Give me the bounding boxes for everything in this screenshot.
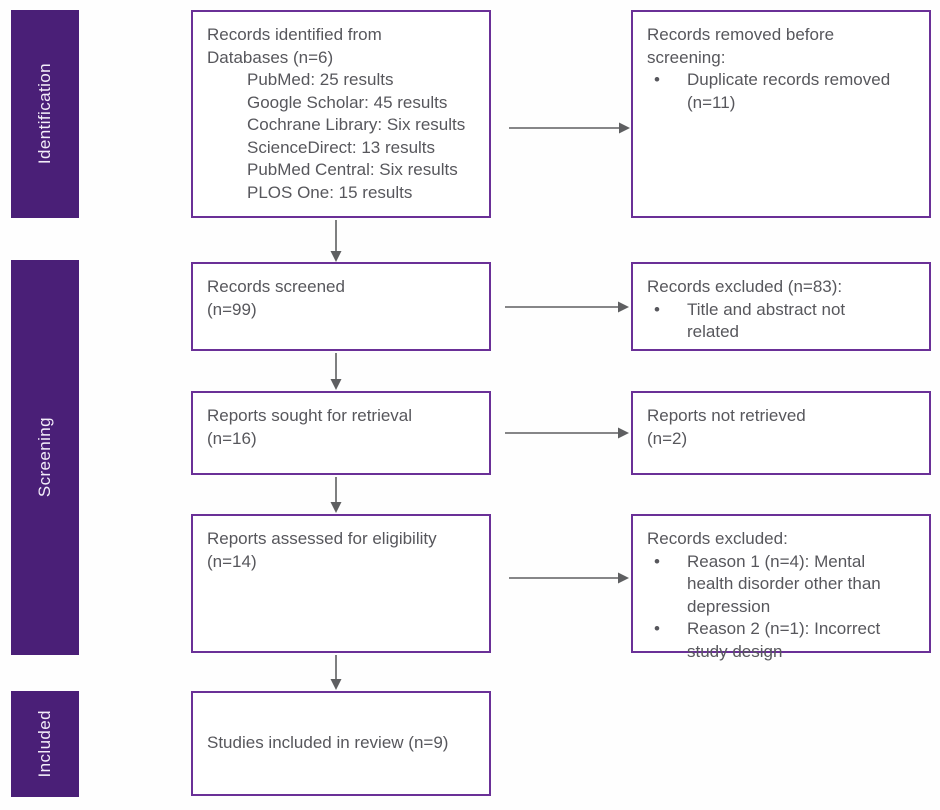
box-reports-assessed: Reports assessed for eligibility (n=14) — [191, 514, 491, 653]
arrow-assessed-to-excluded — [509, 572, 629, 584]
box-reports-sought: Reports sought for retrieval (n=16) — [191, 391, 491, 475]
box-records-screened-line2: (n=99) — [207, 299, 257, 319]
stage-bar-included: Included — [11, 691, 79, 797]
arrow-screened-to-sought — [330, 353, 342, 390]
box-records-removed-line2: screening: — [647, 47, 726, 67]
bullet-item: • Title and abstract not related — [647, 299, 915, 344]
arrow-assessed-to-included — [330, 655, 342, 690]
bullet-item: • Duplicate records removed (n=11) — [647, 69, 915, 114]
box-records-screened: Records screened (n=99) — [191, 262, 491, 351]
bullet-text: Duplicate records removed (n=11) — [687, 70, 891, 112]
box-records-excluded-screening-line1: Records excluded (n=83): — [647, 277, 843, 296]
box-studies-included: Studies included in review (n=9) — [191, 691, 491, 796]
database-source: Cochrane Library: Six results — [247, 115, 466, 134]
arrow-identified-to-screened — [330, 220, 342, 262]
bullet-marker: • — [654, 70, 660, 89]
box-records-identified-line1: Records identified from — [207, 25, 382, 44]
arrow-identified-to-removed — [509, 122, 630, 134]
bullet-marker: • — [654, 551, 660, 571]
stage-bar-identification: Identification — [11, 10, 79, 218]
box-records-excluded-eligibility: Records excluded: • Reason 1 (n=4): Ment… — [631, 514, 931, 661]
bullet-item: • Reason 2 (n=1): Incorrect study design — [647, 618, 915, 663]
box-reports-assessed-line2: (n=14) — [207, 551, 257, 571]
box-reports-not-retrieved-line2: (n=2) — [647, 428, 688, 448]
box-records-removed-line1: Records removed before — [647, 25, 835, 44]
bullet-marker: • — [654, 619, 660, 638]
bullet-text: Reason 1 (n=4): Mental health disorder o… — [687, 551, 881, 616]
arrow-sought-to-not-retrieved — [505, 427, 629, 439]
bullet-text: Title and abstract not related — [687, 299, 846, 342]
box-records-removed: Records removed before screening: • Dupl… — [631, 10, 931, 218]
box-reports-sought-line2: (n=16) — [207, 428, 257, 448]
box-records-excluded-eligibility-line1: Records excluded: — [647, 529, 788, 548]
database-source: PLOS One: 15 results — [247, 182, 413, 202]
bullet-item: • Reason 1 (n=4): Mental health disorder… — [647, 551, 915, 619]
box-reports-assessed-line1: Reports assessed for eligibility — [207, 529, 437, 548]
box-studies-included-line1: Studies included in review (n=9) — [207, 733, 449, 753]
database-source: Google Scholar: 45 results — [247, 92, 448, 112]
arrow-screened-to-excluded — [505, 301, 629, 313]
box-reports-not-retrieved-line1: Reports not retrieved — [647, 406, 806, 425]
box-reports-not-retrieved: Reports not retrieved (n=2) — [631, 391, 931, 475]
box-reports-sought-line1: Reports sought for retrieval — [207, 406, 413, 425]
stage-label-screening: Screening — [35, 417, 54, 498]
stage-label-included: Included — [35, 710, 54, 778]
box-records-identified-line2: Databases (n=6) — [207, 47, 334, 67]
box-records-identified: Records identified from Databases (n=6) … — [191, 10, 491, 218]
database-source: ScienceDirect: 13 results — [247, 137, 436, 157]
box-records-excluded-screening: Records excluded (n=83): • Title and abs… — [631, 262, 931, 351]
box-records-screened-line1: Records screened — [207, 277, 345, 296]
bullet-marker: • — [654, 299, 660, 319]
arrow-sought-to-assessed — [330, 477, 342, 513]
database-source: PubMed: 25 results — [247, 70, 394, 89]
bullet-text: Reason 2 (n=1): Incorrect study design — [687, 619, 881, 661]
stage-bar-screening: Screening — [11, 260, 79, 655]
database-source: PubMed Central: Six results — [247, 160, 458, 179]
stage-label-identification: Identification — [35, 63, 54, 165]
